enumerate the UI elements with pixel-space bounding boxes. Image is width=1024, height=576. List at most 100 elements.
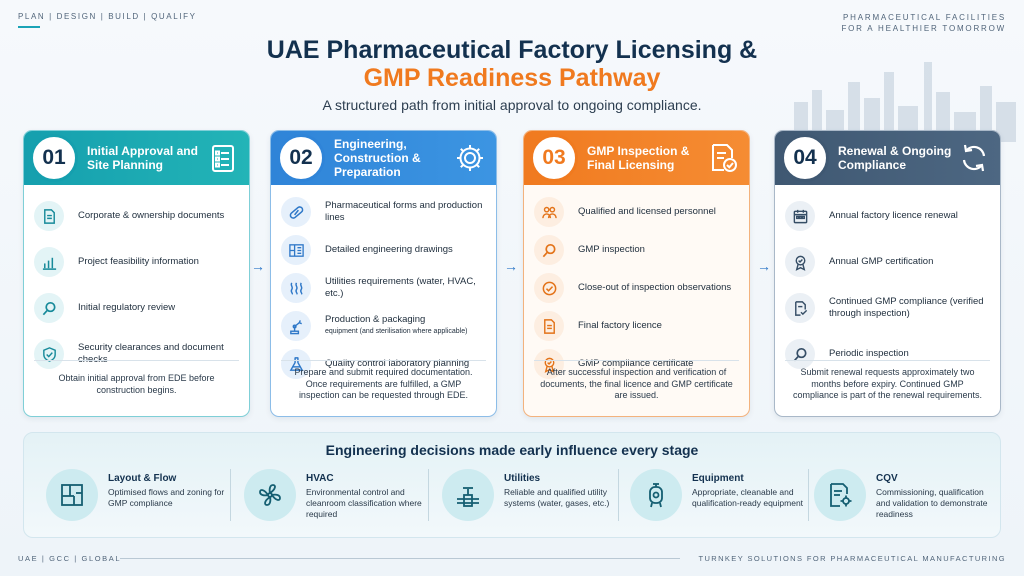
list-item: Close-out of inspection observations bbox=[534, 269, 739, 307]
stage-header: 03 GMP Inspection & Final Licensing bbox=[524, 131, 749, 185]
divider bbox=[428, 469, 429, 521]
item-text: Quality control laboratory planning bbox=[325, 358, 470, 369]
magnifier-icon bbox=[34, 293, 64, 323]
factor-desc: Environmental control and cleanroom clas… bbox=[306, 487, 422, 519]
stage-card-3: 03 GMP Inspection & Final Licensing Qual… bbox=[523, 130, 750, 417]
factor-cqv: CQV Commissioning, qualification and val… bbox=[814, 467, 999, 527]
page-title-line-2: GMP Readiness Pathway bbox=[363, 64, 661, 92]
gear-icon bbox=[457, 145, 483, 171]
stage-card-1: 01 Initial Approval and Site Planning Co… bbox=[23, 130, 250, 417]
item-text: Detailed engineering drawings bbox=[325, 244, 453, 255]
arrow-right-icon: → bbox=[251, 258, 265, 274]
engineering-decisions-panel: Engineering decisions made early influen… bbox=[23, 432, 1001, 538]
list-item: Continued GMP compliance (verified throu… bbox=[785, 285, 990, 331]
item-text: GMP inspection bbox=[578, 244, 645, 255]
item-text: Initial regulatory review bbox=[78, 302, 176, 313]
stage-footer-note: Obtain initial approval from EDE before … bbox=[34, 360, 239, 408]
list-item: GMP compliance certificate bbox=[534, 345, 739, 383]
item-text: Utilities requirements (water, HVAC, etc… bbox=[325, 276, 476, 299]
certificate-check-icon bbox=[712, 144, 737, 172]
blueprint-icon bbox=[281, 235, 311, 265]
factor-hvac: HVAC Environmental control and cleanroom… bbox=[244, 467, 429, 527]
stage-number: 02 bbox=[277, 134, 325, 182]
document-gear-icon bbox=[814, 469, 866, 521]
arrow-right-icon: → bbox=[757, 258, 771, 274]
list-item: Final factory licence bbox=[534, 307, 739, 345]
list-item: Annual GMP certification bbox=[785, 239, 990, 285]
people-icon bbox=[534, 197, 564, 227]
list-item: Detailed engineering drawings bbox=[281, 231, 486, 269]
checklist-icon bbox=[212, 145, 234, 172]
stage-header: 04 Renewal & Ongoing Compliance bbox=[775, 131, 1000, 185]
stage-header: 01 Initial Approval and Site Planning bbox=[24, 131, 249, 185]
item-note: equipment (and sterilisation where appli… bbox=[325, 328, 468, 335]
factor-title: HVAC bbox=[306, 473, 334, 484]
bar-chart-icon bbox=[34, 247, 64, 277]
item-text: Production & packaging equipment (and st… bbox=[325, 314, 467, 338]
list-item: Pharmaceutical forms and production line… bbox=[281, 193, 486, 231]
tagline-line-1: PHARMACEUTICAL FACILITIES bbox=[843, 13, 1006, 22]
list-item: Project feasibility information bbox=[34, 239, 239, 285]
item-text: Qualified and licensed personnel bbox=[578, 206, 716, 217]
item-text: Final factory licence bbox=[578, 320, 662, 331]
list-item: Production & packaging equipment (and st… bbox=[281, 307, 486, 345]
item-main-text: Production & packaging bbox=[325, 314, 426, 325]
shield-check-icon bbox=[34, 339, 64, 369]
stage-title: Renewal & Ongoing Compliance bbox=[838, 144, 952, 172]
stage-card-4: 04 Renewal & Ongoing Compliance Annual f… bbox=[774, 130, 1001, 417]
top-nav: PLAN | DESIGN | BUILD | QUALIFY bbox=[18, 12, 197, 21]
list-item: Utilities requirements (water, HVAC, etc… bbox=[281, 269, 486, 307]
factor-utilities: Utilities Reliable and qualified utility… bbox=[442, 467, 627, 527]
list-item: Security clearances and document checks bbox=[34, 331, 239, 377]
page-subtitle: A structured path from initial approval … bbox=[322, 97, 702, 113]
footer-divider bbox=[120, 558, 680, 559]
document-icon bbox=[34, 201, 64, 231]
tagline-line-2: FOR A HEALTHIER TOMORROW bbox=[841, 24, 1006, 33]
panel-title: Engineering decisions made early influen… bbox=[325, 442, 699, 458]
list-item: GMP inspection bbox=[534, 231, 739, 269]
item-text: Annual GMP certification bbox=[829, 256, 934, 267]
stage-title: Engineering, Construction & Preparation bbox=[334, 137, 421, 179]
refresh-icon bbox=[962, 144, 986, 172]
robot-arm-icon bbox=[281, 311, 311, 341]
stage-footer-note: After successful inspection and verifica… bbox=[534, 360, 739, 408]
magnifier-icon bbox=[785, 339, 815, 369]
stage-number: 04 bbox=[781, 134, 829, 182]
stage-footer-note: Prepare and submit required documentatio… bbox=[281, 360, 486, 408]
item-text: Continued GMP compliance (verified throu… bbox=[829, 296, 984, 319]
footer-tagline: TURNKEY SOLUTIONS FOR PHARMACEUTICAL MAN… bbox=[698, 554, 1006, 563]
check-circle-icon bbox=[534, 273, 564, 303]
factor-title: Utilities bbox=[504, 473, 541, 484]
utilities-waves-icon bbox=[281, 273, 311, 303]
stage-title: GMP Inspection & Final Licensing bbox=[587, 144, 690, 172]
tagline: PHARMACEUTICAL FACILITIES FOR A HEALTHIE… bbox=[841, 12, 1006, 34]
list-item: Qualified and licensed personnel bbox=[534, 193, 739, 231]
document-icon bbox=[534, 311, 564, 341]
capsule-icon bbox=[281, 197, 311, 227]
item-text: Project feasibility information bbox=[78, 256, 199, 267]
vessel-icon bbox=[630, 469, 682, 521]
factor-desc: Commissioning, qualification and validat… bbox=[876, 487, 988, 519]
list-item: Periodic inspection bbox=[785, 331, 990, 377]
factor-equipment: Equipment Appropriate, cleanable and qua… bbox=[630, 467, 815, 527]
stage-header: 02 Engineering, Construction & Preparati… bbox=[271, 131, 496, 185]
page-title-line-1: UAE Pharmaceutical Factory Licensing & bbox=[266, 36, 758, 64]
stage-card-2: 02 Engineering, Construction & Preparati… bbox=[270, 130, 497, 417]
factor-desc: Reliable and qualified utility systems (… bbox=[504, 487, 610, 508]
item-text: GMP compliance certificate bbox=[578, 358, 694, 369]
divider bbox=[618, 469, 619, 521]
footer-regions: UAE | GCC | GLOBAL bbox=[18, 554, 122, 563]
item-text: Pharmaceutical forms and production line… bbox=[325, 200, 483, 223]
list-item: Corporate & ownership documents bbox=[34, 193, 239, 239]
divider bbox=[808, 469, 809, 521]
item-text: Corporate & ownership documents bbox=[78, 210, 225, 221]
flask-icon bbox=[281, 349, 311, 379]
award-badge-icon bbox=[534, 349, 564, 379]
fan-icon bbox=[244, 469, 296, 521]
item-text: Security clearances and document checks bbox=[78, 342, 224, 365]
factor-desc: Appropriate, cleanable and qualification… bbox=[692, 487, 804, 508]
stage-number: 01 bbox=[30, 134, 78, 182]
calendar-icon bbox=[785, 201, 815, 231]
item-text: Periodic inspection bbox=[829, 348, 909, 359]
list-item: Annual factory licence renewal bbox=[785, 193, 990, 239]
